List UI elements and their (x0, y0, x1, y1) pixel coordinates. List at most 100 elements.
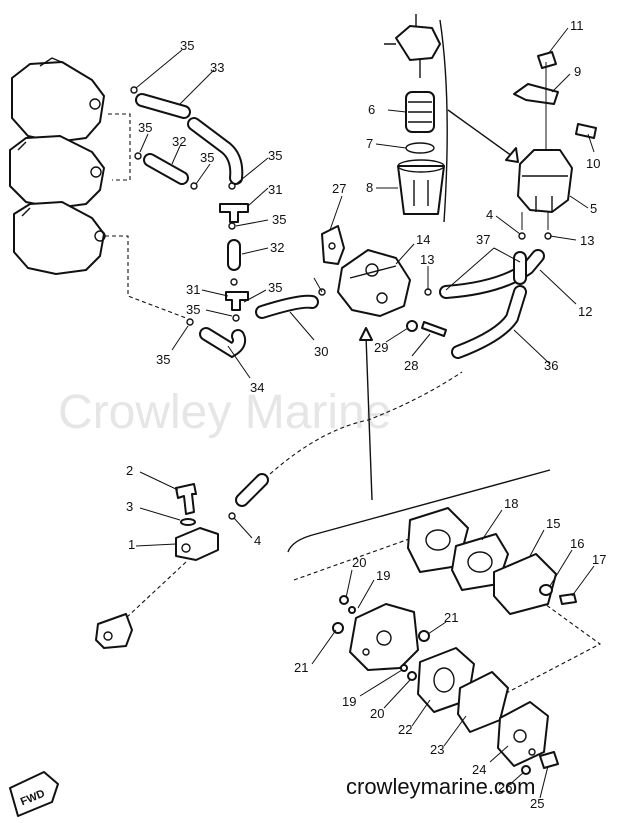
hose-34 (199, 327, 247, 359)
carburetor-top (11, 57, 105, 143)
callout-6: 6 (368, 102, 375, 117)
callout-25: 25 (530, 796, 544, 811)
callout-4-top: 4 (486, 207, 493, 222)
footer-url: crowleymarine.com (346, 774, 536, 799)
spring-16 (539, 584, 553, 596)
clip-group (130, 86, 326, 326)
callout-35-h: 35 (156, 352, 170, 367)
callout-19-lower: 19 (342, 694, 356, 709)
arrow-line (447, 109, 513, 157)
connector-dash-line (125, 561, 187, 619)
filter-top-assembly (384, 14, 441, 78)
callout-22: 22 (398, 722, 412, 737)
carb-bottom-line (105, 235, 187, 319)
carburetor-middle (9, 135, 105, 209)
tee-joint-31-lower (225, 291, 249, 311)
hose-dash-line (269, 371, 463, 475)
filter-outlet-lines (521, 212, 549, 230)
hose-30 (255, 294, 319, 319)
callout-34: 34 (250, 380, 264, 395)
callout-37: 37 (476, 232, 490, 247)
explode-arrow-head (359, 327, 373, 341)
fuel-filter-5 (517, 149, 573, 213)
explode-bracket-line (287, 469, 551, 553)
callout-23: 23 (430, 742, 444, 757)
bolt-28 (421, 321, 447, 337)
nut-11 (537, 51, 557, 69)
callout-19-upper: 19 (376, 568, 390, 583)
pump-body (349, 603, 419, 671)
clip-4-top (518, 232, 526, 240)
callout-33: 33 (210, 60, 224, 75)
valve-19-upper (348, 606, 356, 614)
callout-26: 26 (498, 780, 512, 795)
screw-25 (539, 751, 559, 769)
filter-bracket-line (439, 19, 448, 223)
callout-36: 36 (544, 358, 558, 373)
callout-31-upper: 31 (268, 182, 282, 197)
valve-20-lower (407, 671, 417, 681)
callout-32-lower: 32 (270, 240, 284, 255)
diaphragm-15 (493, 553, 557, 615)
bracket-9 (513, 83, 559, 105)
washer-3 (180, 518, 196, 526)
callout-32-upper: 32 (172, 134, 186, 149)
callout-35-f: 35 (268, 280, 282, 295)
hose-32-upper (143, 153, 189, 185)
connector-fuel-line (95, 613, 133, 649)
bolt-2 (175, 483, 197, 515)
gasket-27 (321, 225, 345, 265)
callout-10: 10 (586, 156, 600, 171)
filter-element-6 (405, 91, 435, 133)
callout-35-b: 35 (138, 120, 152, 135)
callout-2: 2 (126, 463, 133, 478)
callouts: 1 2 3 4 4 5 6 7 8 9 10 11 12 13 13 14 15… (126, 18, 606, 811)
callout-24: 24 (472, 762, 486, 777)
callout-35-c: 35 (200, 150, 214, 165)
callout-35-a: 35 (180, 38, 194, 53)
callout-1: 1 (128, 537, 135, 552)
callout-9: 9 (574, 64, 581, 79)
callout-20-lower: 20 (370, 706, 384, 721)
callout-13-right: 13 (580, 233, 594, 248)
callout-30: 30 (314, 344, 328, 359)
fuel-pump-14 (337, 249, 411, 317)
o-ring-7 (405, 142, 435, 154)
callout-35-g: 35 (186, 302, 200, 317)
callout-7: 7 (366, 136, 373, 151)
callout-4-lower: 4 (254, 533, 261, 548)
callout-14: 14 (416, 232, 430, 247)
hose-36 (451, 285, 527, 359)
hose-fuel-inlet (235, 473, 269, 507)
screw-17 (559, 593, 577, 605)
screw-10 (575, 123, 597, 139)
watermark-text: Crowley Marine (58, 386, 391, 439)
callout-27: 27 (332, 181, 346, 196)
filter-cup-8 (397, 159, 445, 215)
tee-joint-31-upper (219, 203, 249, 223)
callout-35-d: 35 (268, 148, 282, 163)
callout-5: 5 (590, 201, 597, 216)
callout-35-e: 35 (272, 212, 286, 227)
callout-20-upper: 20 (352, 555, 366, 570)
carb-link-line (108, 113, 131, 181)
callout-17: 17 (592, 552, 606, 567)
callout-8: 8 (366, 180, 373, 195)
callout-21-left: 21 (294, 660, 308, 675)
callout-29: 29 (374, 340, 388, 355)
callout-3: 3 (126, 499, 133, 514)
washer-29 (406, 320, 418, 332)
callout-16: 16 (570, 536, 584, 551)
arrow-head (505, 147, 519, 163)
clip-4-lower (228, 512, 236, 520)
callout-28: 28 (404, 358, 418, 373)
hose-12 (439, 249, 545, 299)
callout-15: 15 (546, 516, 560, 531)
screw-21-right (418, 630, 430, 642)
callout-21-right: 21 (444, 610, 458, 625)
carburetor-bottom (13, 201, 106, 275)
explode-arrow-line (365, 335, 373, 501)
callout-11: 11 (570, 18, 584, 33)
